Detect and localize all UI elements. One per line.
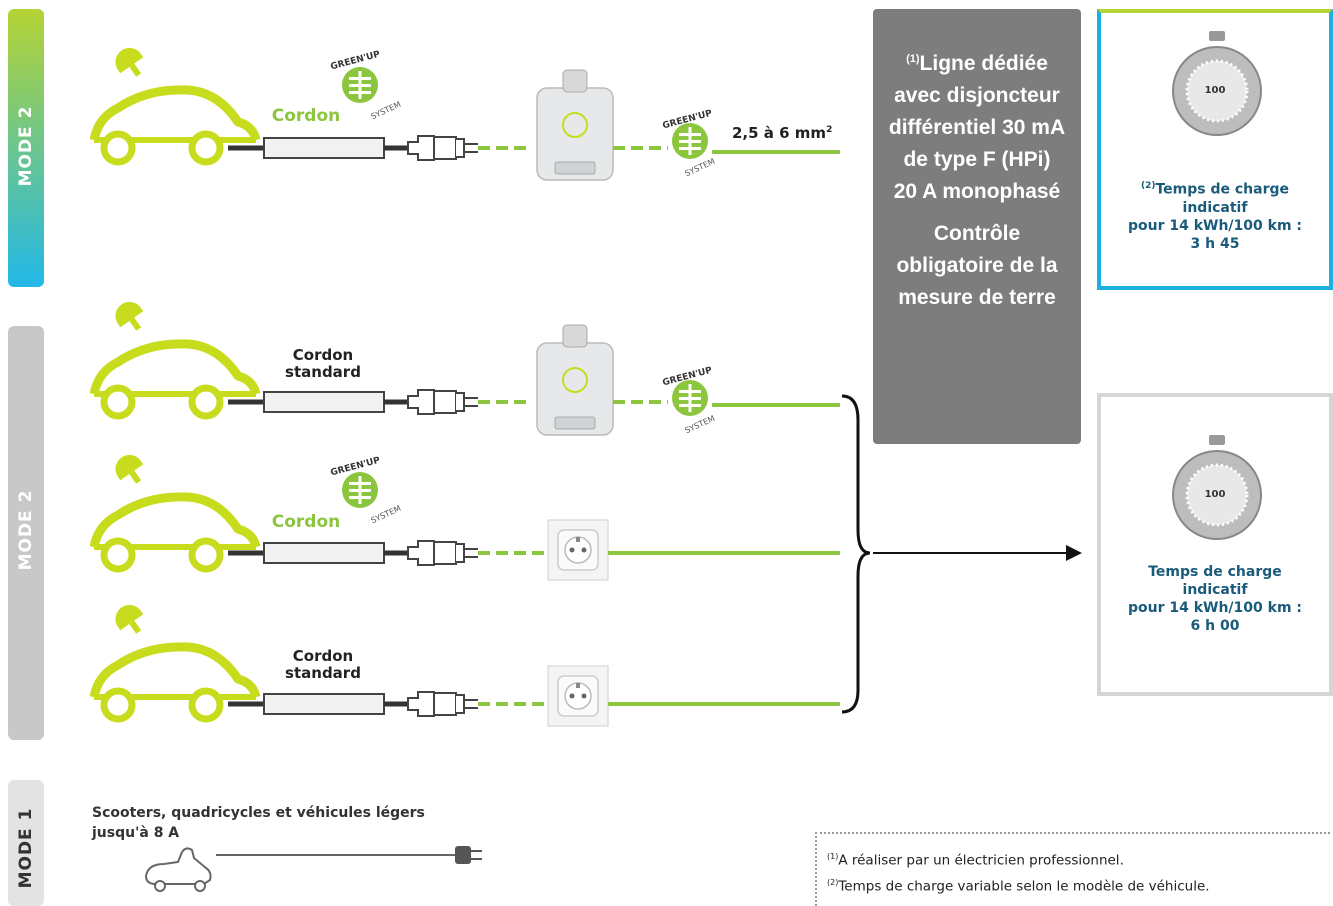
row2-cord-line1: Cordon bbox=[292, 346, 354, 364]
timer-top-text: (2)Temps de charge indicatif pour 14 kWh… bbox=[1101, 177, 1329, 253]
stopwatch-icon bbox=[1172, 435, 1262, 540]
timer-bottom-line3: pour 14 kWh/100 km : bbox=[1127, 600, 1303, 616]
timer-bottom-line1: Temps de charge bbox=[1148, 564, 1282, 580]
req-line2: avec disjoncteur bbox=[894, 84, 1060, 107]
req-line1: Ligne dédiée bbox=[919, 52, 1048, 75]
row1-cable bbox=[228, 136, 478, 160]
row4-car bbox=[94, 599, 256, 719]
row4-cable bbox=[228, 692, 478, 716]
row2-logo bbox=[672, 380, 708, 416]
row3-cord-label: Cordon bbox=[271, 512, 341, 532]
row3-logo bbox=[342, 472, 378, 508]
mode-bar-middle bbox=[8, 326, 44, 740]
footnotes: (1)A réaliser par un électricien profess… bbox=[815, 832, 1330, 906]
req-line6: Contrôle bbox=[933, 222, 1021, 245]
row4-cord-label: Cordon standard bbox=[258, 648, 388, 682]
row1-wallbox bbox=[536, 69, 614, 181]
timer-box-bottom: 100 Temps de charge indicatif pour 14 kW… bbox=[1097, 393, 1333, 696]
requirements-box: (1)Ligne dédiée avec disjoncteur différe… bbox=[873, 9, 1081, 444]
timer-top-sup: (2) bbox=[1140, 181, 1156, 191]
row2-car bbox=[94, 296, 256, 416]
req-line4: de type F (HPi) bbox=[903, 148, 1051, 171]
req-line3: différentiel 30 mA bbox=[888, 116, 1066, 139]
timer-bottom-line4: 6 h 00 bbox=[1190, 618, 1240, 634]
timer-bottom-line2: indicatif bbox=[1182, 582, 1248, 598]
row1-logo-right bbox=[672, 123, 708, 159]
mode1-plug-icon bbox=[455, 846, 482, 864]
timer-top-line1: Temps de charge bbox=[1155, 181, 1290, 198]
grouping-brace bbox=[841, 394, 871, 714]
arrow-head bbox=[1066, 545, 1082, 561]
row4-cord-line1: Cordon bbox=[292, 647, 354, 665]
row1-cord-label: Cordon bbox=[271, 106, 341, 126]
row4-socket bbox=[547, 665, 609, 727]
row3-socket bbox=[547, 519, 609, 581]
mode1-description: Scooters, quadricycles et véhicules lége… bbox=[92, 803, 425, 843]
row1-cable-text: 2,5 à 6 mm bbox=[732, 124, 827, 142]
req-line8: mesure de terre bbox=[898, 286, 1056, 309]
footnote1: A réaliser par un électricien profession… bbox=[838, 852, 1124, 869]
row2-wallbox bbox=[536, 324, 614, 436]
req-line7: obligatoire de la bbox=[896, 254, 1058, 277]
footnote2: Temps de charge variable selon le modèle… bbox=[838, 878, 1210, 894]
row2-cord-line2: standard bbox=[285, 363, 361, 381]
req-sup: (1) bbox=[906, 53, 920, 65]
row4-cord-line2: standard bbox=[285, 664, 361, 682]
row1-cable-section: 2,5 à 6 mm2 bbox=[732, 124, 832, 142]
timer-top-line3: pour 14 kWh/100 km : bbox=[1127, 217, 1303, 234]
row3-cable bbox=[228, 541, 478, 565]
timer-top-dial: 100 bbox=[1204, 85, 1226, 96]
mode-bar-top bbox=[8, 9, 44, 287]
footnote1-sup: (1) bbox=[827, 852, 839, 861]
stopwatch-icon bbox=[1172, 31, 1262, 136]
mode-bar-bottom bbox=[8, 780, 44, 906]
mode1-line2: jusqu'à 8 A bbox=[92, 825, 180, 841]
timer-box-top: 100 (2)Temps de charge indicatif pour 14… bbox=[1097, 9, 1333, 290]
row1-car bbox=[94, 42, 256, 162]
row2-cord-label: Cordon standard bbox=[258, 347, 388, 381]
timer-top-line2: indicatif bbox=[1182, 199, 1248, 216]
footnote2-sup: (2) bbox=[827, 877, 839, 887]
req-line5: 20 A monophasé bbox=[893, 180, 1061, 203]
timer-bottom-dial: 100 bbox=[1204, 489, 1226, 500]
row1-cable-sup: 2 bbox=[826, 125, 833, 135]
scooter-icon bbox=[144, 847, 212, 892]
timer-bottom-text: Temps de charge indicatif pour 14 kWh/10… bbox=[1101, 563, 1329, 635]
row2-cable bbox=[228, 390, 478, 414]
row1-logo-top bbox=[342, 67, 378, 103]
mode1-line1: Scooters, quadricycles et véhicules lége… bbox=[92, 805, 425, 821]
timer-top-line4: 3 h 45 bbox=[1190, 235, 1240, 252]
